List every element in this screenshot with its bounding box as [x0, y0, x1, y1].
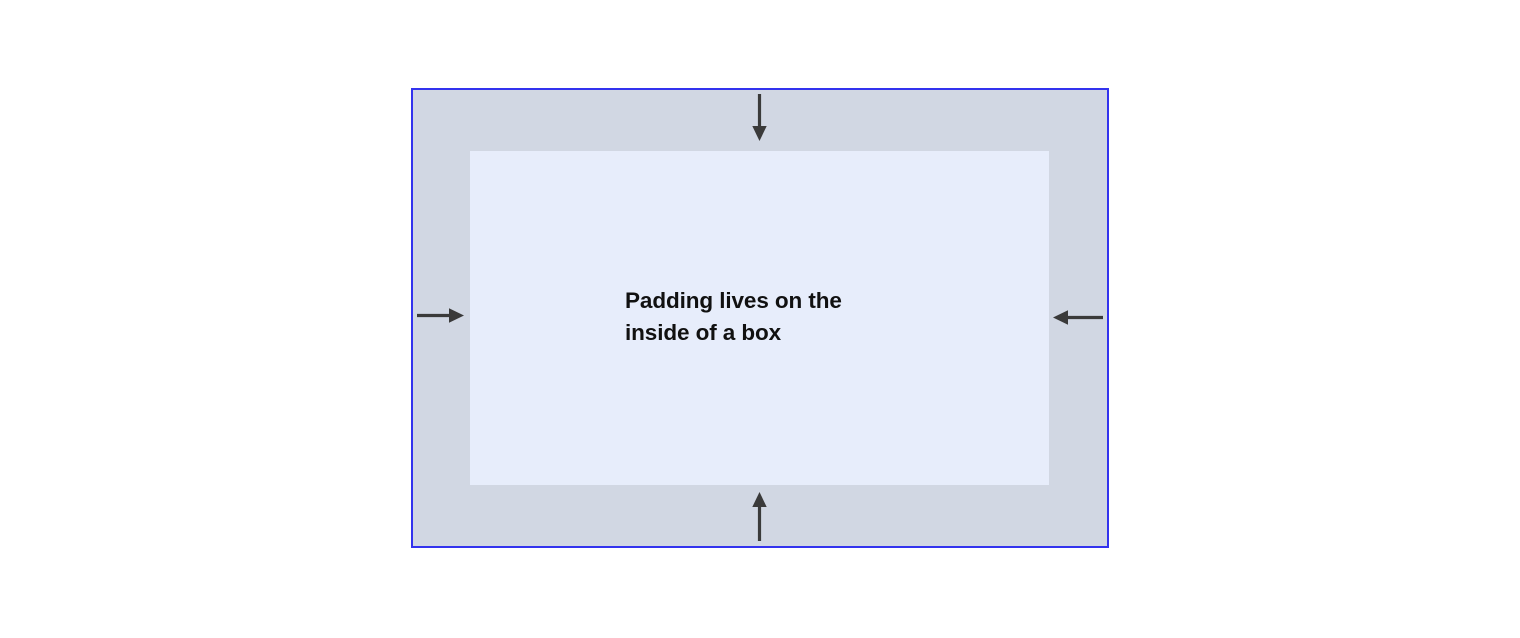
content-region-box	[470, 151, 1049, 485]
padding-caption-text: Padding lives on the inside of a box	[625, 288, 842, 345]
